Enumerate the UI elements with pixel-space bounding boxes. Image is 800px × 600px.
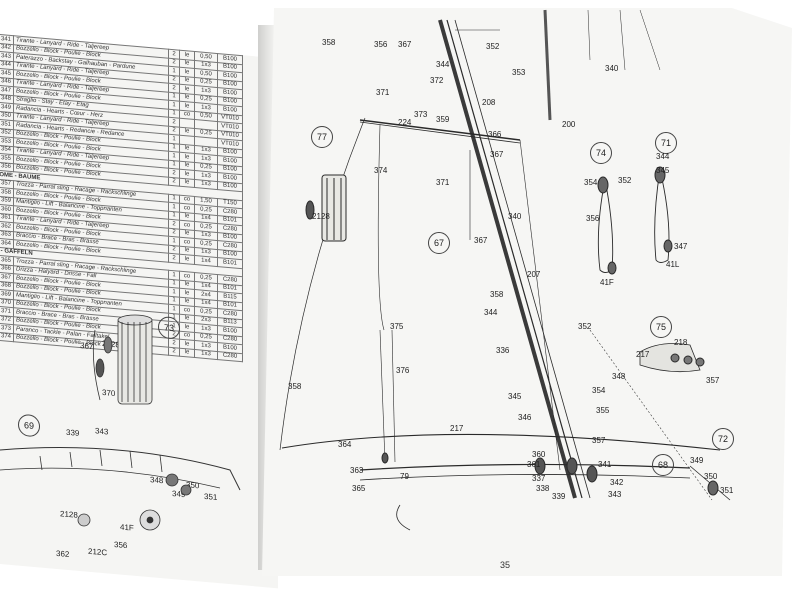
callout-label: 41F (600, 278, 614, 287)
callout-label: 343 (608, 490, 622, 499)
page-number: 35 (500, 560, 511, 570)
callout-label: 357 (592, 436, 606, 445)
callout-label: 358 (490, 290, 504, 299)
callout-label: 376 (396, 366, 410, 375)
callout-label: 341 (598, 460, 612, 469)
callout-label: 367 (490, 150, 504, 159)
callout-label: 349 (690, 456, 704, 465)
callout-label: 371 (376, 88, 390, 97)
callout-label: 367 (474, 236, 488, 245)
callout-label: 338 (536, 484, 550, 493)
callout-label: 340 (508, 212, 522, 221)
callout-label: 356 (586, 214, 600, 223)
callout-label: 367 (398, 40, 412, 49)
callout-label: 358 (322, 38, 336, 47)
callout-label: 208 (482, 98, 496, 107)
callout-label: 347 (674, 242, 688, 251)
callout-label: 340 (605, 64, 619, 73)
callout-label: 353 (512, 68, 526, 77)
callout-label: 348 (612, 372, 626, 381)
callout-label: 352 (578, 322, 592, 331)
callout-label: 351 (720, 486, 734, 495)
callout-label: 200 (562, 120, 576, 129)
callout-label: 354 (584, 178, 598, 187)
callout-label: 352 (618, 176, 632, 185)
callout-label: 224 (398, 118, 412, 127)
callout-label: 337 (532, 474, 546, 483)
callout-label: 365 (352, 484, 366, 493)
figure-number-72: 72 (712, 428, 734, 450)
callout-label: 358 (288, 382, 302, 391)
callout-label: 344 (656, 152, 670, 161)
callout-label: 373 (414, 110, 428, 119)
callout-label: 364 (338, 440, 352, 449)
callout-label: 350 (704, 472, 718, 481)
callout-label: 218 (674, 338, 688, 347)
callout-label: 2128 (312, 212, 330, 221)
callout-label: 344 (484, 308, 498, 317)
figure-number-67: 67 (428, 232, 450, 254)
callout-label: 371 (436, 178, 450, 187)
callout-label: 336 (496, 346, 510, 355)
callout-label: 355 (596, 406, 610, 415)
figure-number-68: 68 (652, 454, 674, 476)
figure-number-74: 74 (590, 142, 612, 164)
callout-label: 361 (527, 460, 541, 469)
callout-label: 207 (527, 270, 541, 279)
figure-number-77: 77 (311, 126, 333, 148)
callout-label: 354 (592, 386, 606, 395)
callout-label: 352 (486, 42, 500, 51)
callout-label: 360 (532, 450, 546, 459)
callout-label: 366 (488, 130, 502, 139)
callout-label: 356 (374, 40, 388, 49)
callout-label: 217 (450, 424, 464, 433)
figure-number-75: 75 (650, 316, 672, 338)
callout-label: 345 (656, 166, 670, 175)
callout-label: 357 (706, 376, 720, 385)
callout-label: 79 (400, 472, 409, 481)
callout-label: 41L (666, 260, 680, 269)
callout-label: 339 (552, 492, 566, 501)
callout-label: 372 (430, 76, 444, 85)
callout-label: 344 (436, 60, 450, 69)
callout-label: 345 (508, 392, 522, 401)
callout-label: 359 (436, 115, 450, 124)
callout-label: 363 (350, 466, 364, 475)
callout-label: 217 (636, 350, 650, 359)
mast-section-drawing (117, 317, 153, 405)
figure-number-71: 71 (655, 132, 677, 154)
callout-label: 346 (518, 413, 532, 422)
callout-label: 374 (374, 166, 388, 175)
callout-label: 375 (390, 322, 404, 331)
callout-label: 342 (610, 478, 624, 487)
right-page (262, 8, 792, 576)
